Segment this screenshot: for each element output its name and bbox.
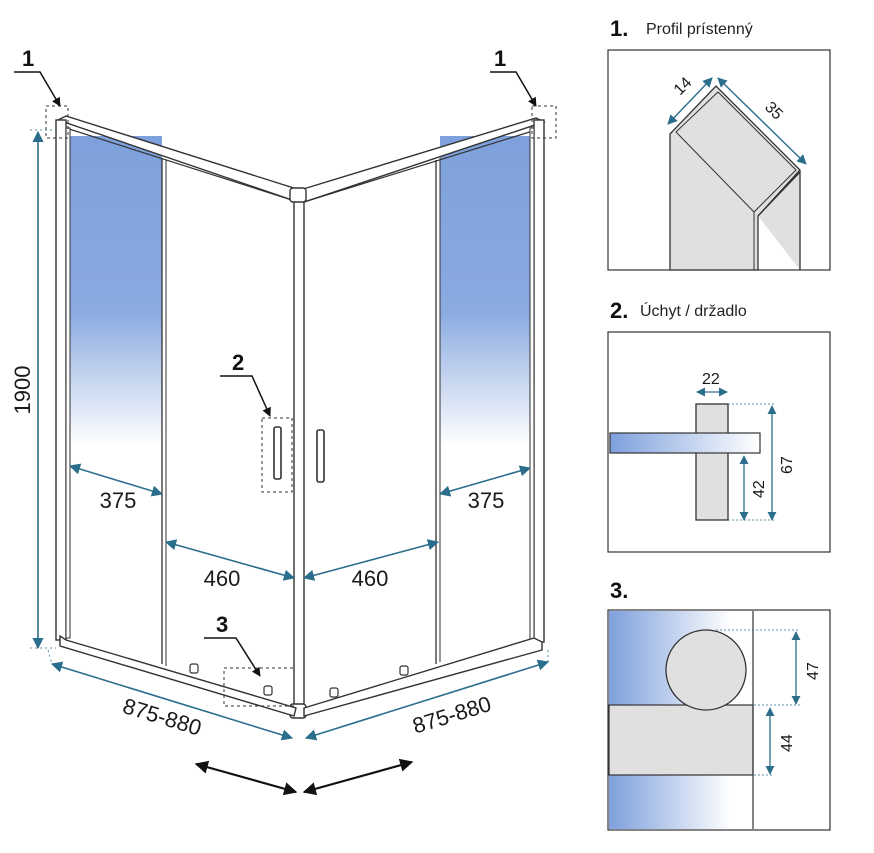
callout-1-right-label: 1 (494, 46, 506, 71)
right-width-label: 875-880 (410, 691, 495, 739)
left-fixed-label: 375 (100, 488, 137, 513)
right-door-label: 460 (352, 566, 389, 591)
right-fixed-label: 375 (468, 488, 505, 513)
callout-box-1-right (531, 105, 557, 139)
detail-2-number: 2. (610, 298, 628, 323)
detail-3-dim-47: 47 (805, 662, 822, 680)
detail-1-profile: 1. Profil prístenný 14 35 (607, 16, 831, 271)
corner-post (293, 197, 305, 707)
left-handle (273, 426, 282, 480)
bottom-rail-left (59, 634, 297, 717)
callout-box-2 (261, 417, 293, 493)
dimension-lines (30, 129, 550, 741)
detail-2-dim-22: 22 (702, 371, 720, 388)
sliding-direction-arrows (194, 758, 414, 796)
left-wall-profile (55, 119, 67, 641)
left-fixed-glass (70, 136, 162, 636)
bottom-rail-right (303, 637, 543, 717)
left-width-label: 875-880 (120, 693, 205, 741)
callout-1-left-label: 1 (22, 46, 34, 71)
callout-3-label: 3 (216, 612, 228, 637)
detail-1-title: Profil prístenný (646, 21, 753, 38)
detail-2-dim-67: 67 (779, 456, 796, 474)
detail-2-handle: 2. Úchyt / držadlo 22 42 67 (607, 298, 831, 553)
callout-2-label: 2 (232, 350, 244, 375)
right-fixed-glass (440, 136, 530, 636)
detail-3-roller: 3. 47 44 (607, 578, 831, 831)
right-handle (316, 429, 325, 483)
detail-1-number: 1. (610, 16, 628, 41)
detail-2-dim-42: 42 (751, 480, 768, 498)
detail-3-number: 3. (610, 578, 628, 603)
enclosure (45, 105, 557, 719)
detail-3-dim-44: 44 (779, 734, 796, 752)
height-label: 1900 (10, 366, 35, 415)
detail-2-title: Úchyt / držadlo (640, 301, 747, 320)
right-wall-profile (533, 119, 545, 643)
callout-box-1-left (45, 105, 69, 139)
left-door-label: 460 (204, 566, 241, 591)
